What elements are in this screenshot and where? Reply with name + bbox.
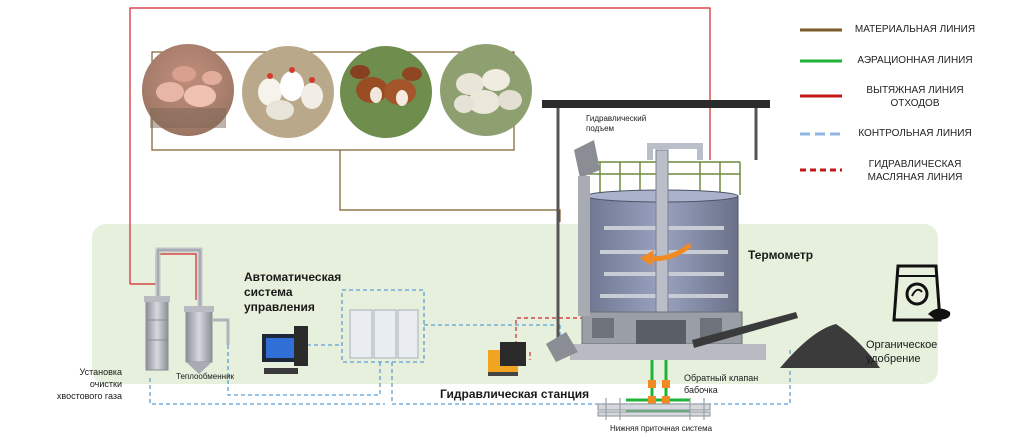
animal-photo-chickens xyxy=(242,46,334,138)
legend-material-label: МАТЕРИАЛЬНАЯ ЛИНИЯ xyxy=(854,24,976,35)
label-lower-supply: Нижняя приточная система xyxy=(610,424,713,433)
fermentation-tank xyxy=(542,100,770,360)
label-hydraulic-lift: Гидравлический подъем xyxy=(586,114,647,133)
material-line xyxy=(339,150,561,222)
control-computer xyxy=(262,326,308,374)
tail-gas-unit xyxy=(144,247,203,371)
fertilizer-bag-icon xyxy=(892,264,951,322)
animal-photo-sheep xyxy=(440,44,532,136)
control-cabinets xyxy=(349,309,419,359)
animal-photo-pigs xyxy=(142,44,234,136)
legend-hydraulic-label: ГИДРАВЛИЧЕСКАЯ МАСЛЯНАЯ ЛИНИЯ xyxy=(867,159,963,183)
discharge-conveyor xyxy=(692,312,798,348)
heat-exchanger xyxy=(184,306,230,374)
animal-photo-cows xyxy=(340,46,432,138)
label-auto-control: Автоматическая система управления xyxy=(244,270,342,314)
label-tail-gas: Установка очистки хвостового газа xyxy=(56,367,122,401)
legend-waste-label: ВЫТЯЖНАЯ ЛИНИЯ ОТХОДОВ xyxy=(866,85,964,109)
hydraulic-lift-arm xyxy=(546,140,600,362)
fertilizer-pile xyxy=(780,324,880,368)
hydraulic-station-unit xyxy=(488,342,526,376)
label-hydraulic-station: Гидравлическая станция xyxy=(440,387,590,401)
label-heat-exchanger: Теплообменник xyxy=(176,372,235,381)
legend-swatches xyxy=(800,28,842,172)
label-organic-fertilizer: Органическое удобрение xyxy=(866,339,938,365)
label-thermometer: Термометр xyxy=(748,248,814,262)
label-butterfly-valve: Обратный клапан бабочка xyxy=(684,373,759,395)
legend-aeration-label: АЭРАЦИОННАЯ ЛИНИЯ xyxy=(857,55,973,66)
legend-control-label: КОНТРОЛЬНАЯ ЛИНИЯ xyxy=(858,128,972,139)
waste-exhaust-line xyxy=(129,7,711,284)
lower-supply-system xyxy=(597,398,711,420)
butterfly-valves xyxy=(648,380,670,404)
